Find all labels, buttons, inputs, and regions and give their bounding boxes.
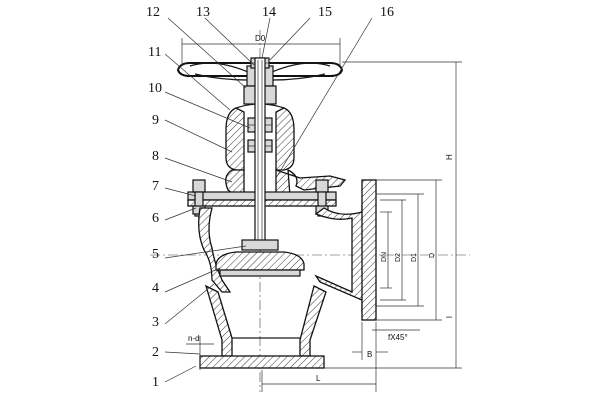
part-12: 12 (146, 5, 160, 20)
dim-d0: D0 (255, 34, 266, 43)
part-4: 4 (152, 281, 159, 296)
dim-d: D (429, 253, 436, 258)
part-15: 15 (318, 5, 332, 20)
dim-chamfer: fX45° (388, 333, 408, 342)
leader-lines (164, 17, 373, 383)
part-3: 3 (152, 315, 159, 330)
dim-d1: D1 (411, 253, 418, 262)
valve-body (198, 179, 377, 369)
dimension-labels: D0 H l L B fX45° n-d DN D2 D1 D (188, 34, 454, 383)
dimension-lines (181, 38, 462, 392)
part-13: 13 (196, 5, 210, 20)
part-16: 16 (380, 5, 394, 20)
part-10: 10 (148, 81, 162, 96)
part-7: 7 (152, 179, 159, 194)
dim-h: H (445, 154, 454, 160)
part-2: 2 (152, 345, 159, 360)
dim-l-right: l (445, 316, 454, 318)
dim-bolt-spec: n-d (188, 334, 200, 343)
dim-l-bottom: L (316, 374, 321, 383)
part-5: 5 (152, 247, 159, 262)
valve-stem (254, 57, 266, 247)
part-11: 11 (148, 45, 161, 60)
dim-d2: D2 (395, 253, 402, 262)
part-number-labels: 12 13 14 15 16 11 10 9 8 7 6 5 4 3 2 1 (146, 5, 394, 390)
part-9: 9 (152, 113, 159, 128)
part-6: 6 (152, 211, 159, 226)
part-8: 8 (152, 149, 159, 164)
part-1: 1 (152, 375, 159, 390)
dim-b: B (367, 350, 372, 359)
valve-disc (215, 239, 305, 277)
part-14: 14 (262, 5, 276, 20)
dim-dn: DN (381, 252, 388, 262)
